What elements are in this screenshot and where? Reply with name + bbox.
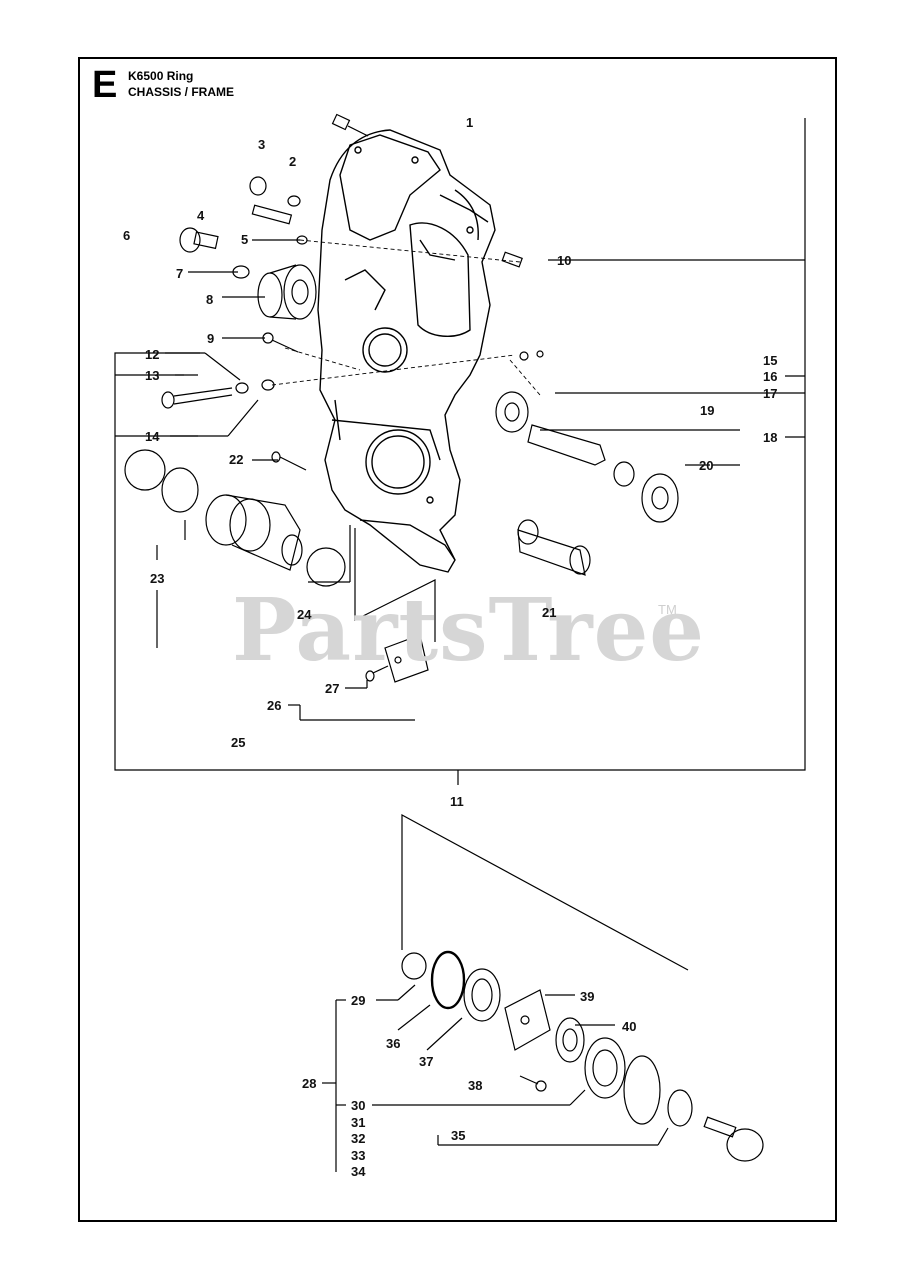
part-20-washer — [613, 461, 635, 487]
callout-6: 6 — [123, 228, 131, 243]
callout-21: 21 — [542, 605, 557, 620]
callout-4: 4 — [197, 208, 205, 223]
part-30-disc — [584, 1037, 626, 1099]
part-34-bolt — [703, 1116, 764, 1162]
callout-8: 8 — [206, 292, 214, 307]
part-7-washer — [232, 265, 250, 279]
callout-31: 31 — [351, 1115, 366, 1130]
part-36-oring — [430, 950, 466, 1010]
part-24-oring — [306, 547, 346, 587]
callout-24: 24 — [297, 607, 312, 622]
callout-14: 14 — [145, 429, 160, 444]
part-21-bushing — [517, 519, 591, 576]
part-6-bolt — [179, 227, 219, 253]
callout-11: 11 — [450, 794, 464, 809]
diagram-border — [78, 57, 837, 1222]
callout-3: 3 — [258, 137, 266, 152]
callout-39: 39 — [580, 989, 595, 1004]
callout-32: 32 — [351, 1131, 366, 1146]
part-24-cylinder — [205, 494, 303, 571]
part-19-shaft — [527, 424, 606, 466]
callout-18: 18 — [763, 430, 778, 445]
part-5-washer — [296, 235, 308, 245]
part-2-washer — [287, 195, 301, 207]
model-name: K6500 Ring — [128, 69, 194, 83]
callout-30: 30 — [351, 1098, 366, 1113]
callout-13: 13 — [145, 368, 160, 383]
callout-10: 10 — [557, 253, 572, 268]
callout-37: 37 — [419, 1054, 434, 1069]
part-23-ring — [124, 449, 166, 491]
part-4-bolt — [251, 204, 293, 225]
bracket-lines — [114, 118, 806, 1172]
part-23-retainer — [161, 467, 199, 513]
callout-40: 40 — [622, 1019, 637, 1034]
callout-35: 35 — [451, 1128, 466, 1143]
part-38-screw — [519, 1075, 547, 1092]
part-15-ring — [519, 351, 529, 361]
diagram-title: CHASSIS / FRAME — [128, 85, 235, 99]
callout-36: 36 — [386, 1036, 401, 1051]
watermark-trademark: TM — [658, 602, 677, 617]
callout-16: 16 — [763, 369, 778, 384]
part-37-bearing — [463, 968, 501, 1022]
part-26-plate — [384, 634, 429, 683]
part-9-screw — [262, 332, 299, 353]
part-31-disc — [623, 1055, 661, 1125]
callout-1: 1 — [466, 115, 474, 130]
callout-38: 38 — [468, 1078, 483, 1093]
callout-29: 29 — [351, 993, 366, 1008]
callout-7: 7 — [176, 266, 184, 281]
part-17-bearing — [495, 391, 529, 433]
part-29-bushing — [401, 952, 427, 980]
callout-27: 27 — [325, 681, 340, 696]
part-18-seal — [641, 473, 679, 523]
part-22-screw — [271, 451, 307, 471]
callout-9: 9 — [207, 331, 215, 346]
part-40-seal — [555, 1017, 585, 1063]
part-10-screw — [501, 251, 523, 268]
callout-33: 33 — [351, 1148, 366, 1163]
part-8-pulley — [257, 264, 317, 320]
callout-25: 25 — [231, 735, 246, 750]
chassis-housing — [317, 129, 496, 573]
part-27-screw — [365, 665, 389, 682]
callout-28: 28 — [302, 1076, 317, 1091]
callout-19: 19 — [700, 403, 715, 418]
callout-26: 26 — [267, 698, 282, 713]
callout-20: 20 — [699, 458, 714, 473]
part-1-screw — [331, 113, 369, 137]
watermark: PartsTree — [232, 580, 706, 681]
callout-12: 12 — [145, 347, 160, 362]
callout-22: 22 — [229, 452, 244, 467]
part-32-washer — [667, 1089, 693, 1127]
alignment-lines — [271, 239, 541, 396]
part-12-nut — [235, 382, 249, 394]
callout-15: 15 — [763, 353, 778, 368]
callout-23: 23 — [150, 571, 165, 586]
callout-2: 2 — [289, 154, 297, 169]
part-39-cover-plate — [504, 989, 551, 1051]
part-14-washer — [261, 379, 275, 391]
callout-5: 5 — [241, 232, 249, 247]
part-16-clip — [536, 350, 544, 358]
part-3-nut — [249, 176, 267, 196]
callout-34: 34 — [351, 1164, 366, 1179]
callout-17: 17 — [763, 386, 778, 401]
section-letter: E — [92, 64, 118, 106]
part-13-bolt — [161, 387, 233, 409]
